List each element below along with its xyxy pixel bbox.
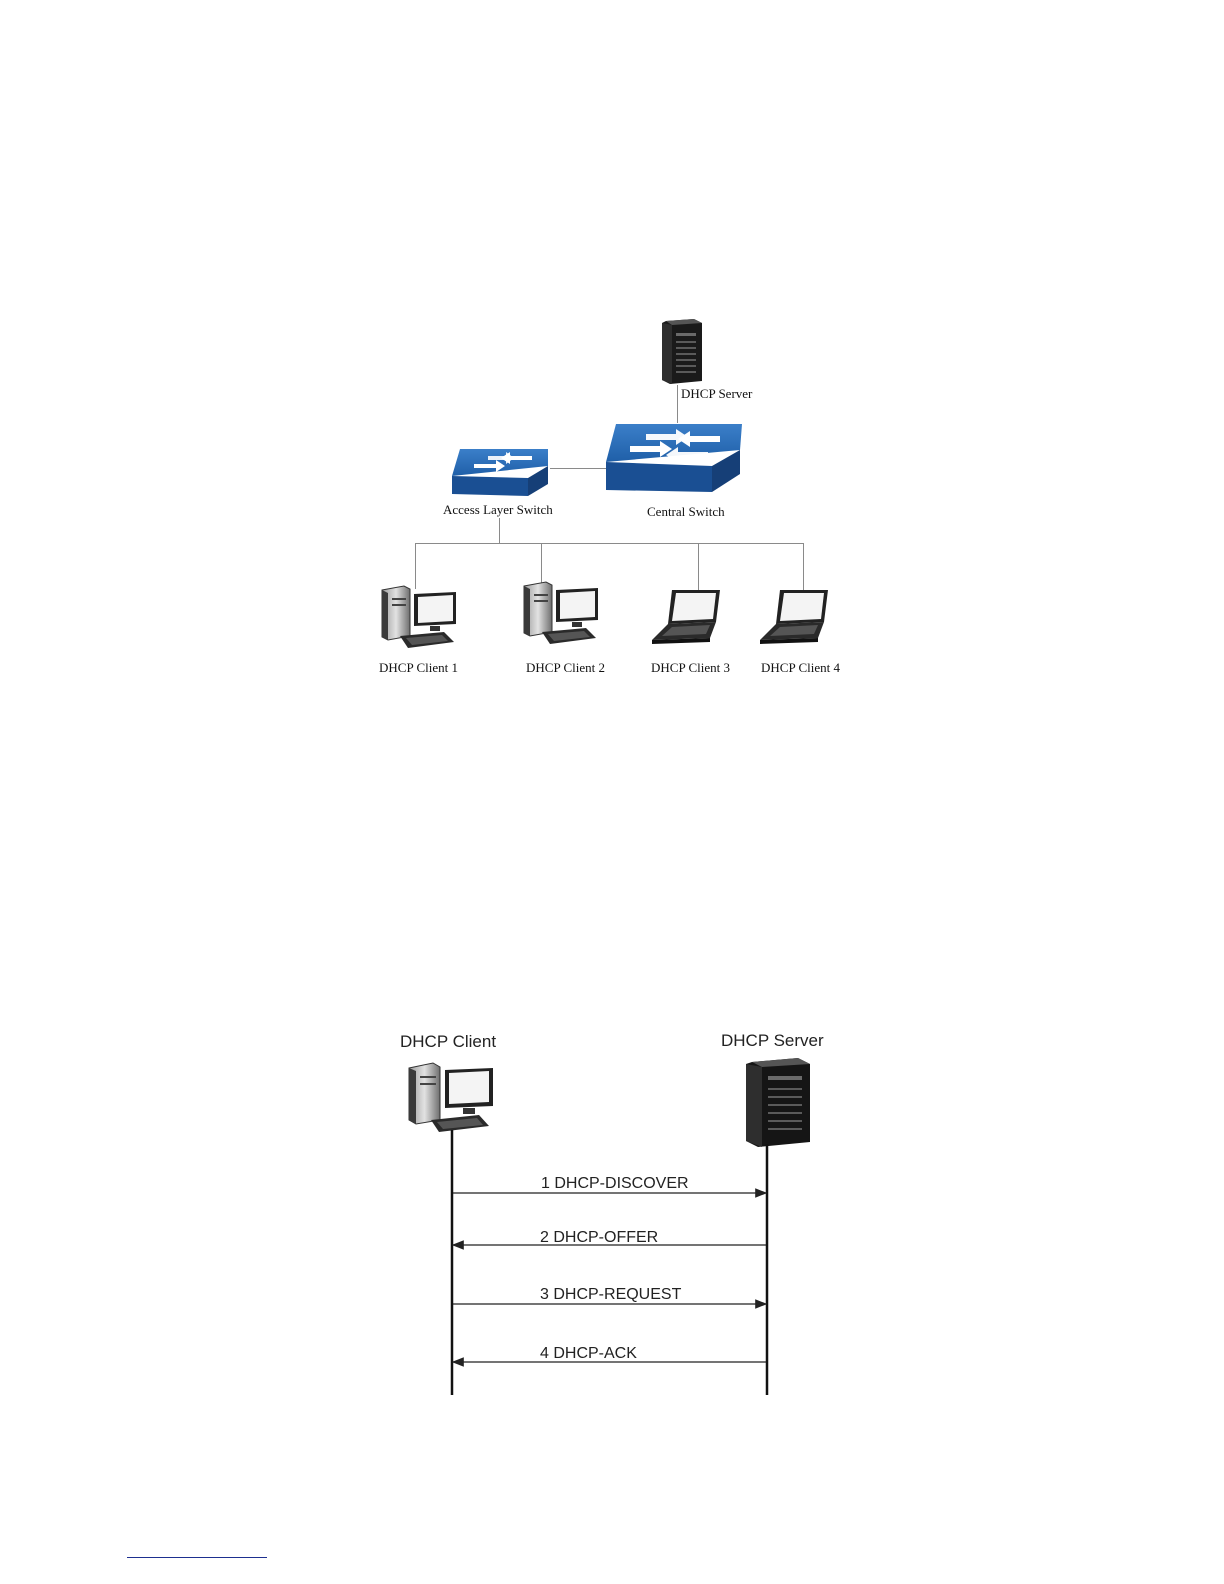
desktop-icon (378, 584, 460, 650)
message-label-request: 3 DHCP-REQUEST (540, 1286, 681, 1304)
access-switch-label: Access Layer Switch (443, 502, 553, 518)
central-switch-icon (600, 420, 746, 496)
client-3-label: DHCP Client 3 (651, 660, 730, 676)
laptop-icon (650, 588, 722, 648)
message-label-offer: 2 DHCP-OFFER (540, 1229, 658, 1247)
laptop-icon (758, 588, 830, 648)
client-4-label: DHCP Client 4 (761, 660, 840, 676)
client-1-drop (415, 543, 416, 589)
server-icon (658, 317, 704, 385)
client-4-drop (803, 543, 804, 591)
access-downlink (499, 518, 500, 544)
client-3-drop (698, 543, 699, 591)
switch-link (550, 468, 606, 469)
desktop-icon (520, 580, 602, 646)
client-bus (415, 543, 803, 544)
server-uplink (677, 385, 678, 423)
server-label: DHCP Server (681, 386, 752, 402)
client-1-label: DHCP Client 1 (379, 660, 458, 676)
desktop-icon (405, 1060, 497, 1136)
message-label-discover: 1 DHCP-DISCOVER (541, 1175, 689, 1193)
message-label-ack: 4 DHCP-ACK (540, 1345, 637, 1363)
central-switch-label: Central Switch (647, 504, 725, 520)
footnote-rule (127, 1557, 267, 1558)
access-switch-icon (448, 446, 554, 498)
sequence-server-label: DHCP Server (721, 1031, 824, 1051)
client-2-drop (541, 543, 542, 585)
sequence-client-label: DHCP Client (400, 1032, 496, 1052)
client-2-label: DHCP Client 2 (526, 660, 605, 676)
